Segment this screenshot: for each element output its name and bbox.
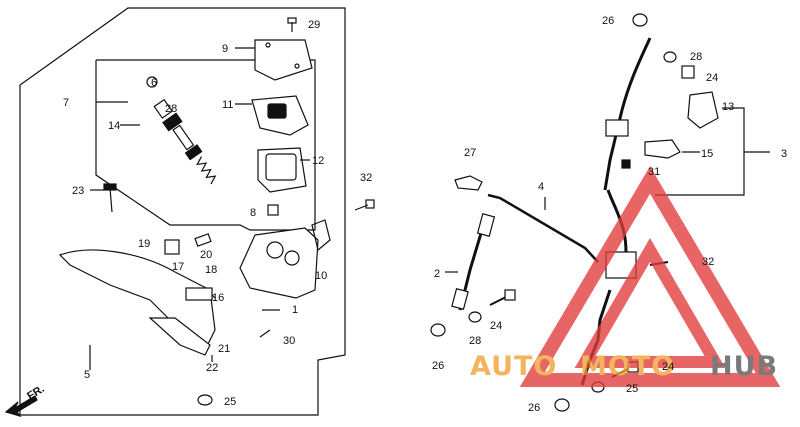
- label-28a: 28: [165, 103, 177, 115]
- label-11: 11: [222, 99, 233, 111]
- label-7: 7: [63, 97, 69, 109]
- label-20: 20: [200, 249, 212, 261]
- upper-hose: [603, 37, 652, 191]
- label-16: 16: [212, 292, 224, 304]
- watermark-text-hub: HUB: [710, 351, 778, 382]
- label-19: 19: [138, 238, 150, 250]
- bracket-15: [644, 139, 681, 159]
- label-22: 22: [206, 362, 218, 374]
- label-26c: 26: [528, 402, 540, 414]
- part-19: [164, 239, 180, 255]
- watermark-triangle-inner: [574, 238, 726, 368]
- inner-frame: [95, 59, 316, 231]
- label-5: 5: [84, 369, 90, 381]
- watermark-text-auto: AUTO: [470, 351, 557, 382]
- diaphragm: [257, 147, 307, 193]
- label-23: 23: [72, 185, 84, 197]
- watermark-text-moto: MOTO: [580, 351, 675, 382]
- switch-16: [185, 287, 213, 301]
- label-26b: 26: [432, 360, 444, 372]
- label-24b: 24: [490, 320, 502, 332]
- label-10: 10: [315, 270, 327, 282]
- label-24c: 24: [662, 361, 674, 373]
- label-31: 31: [648, 166, 660, 178]
- label-30: 30: [283, 335, 295, 347]
- label-2: 2: [434, 268, 440, 280]
- label-21: 21: [218, 343, 230, 355]
- label-24a: 24: [706, 72, 718, 84]
- nut-25: [197, 394, 213, 406]
- label-13: 13: [722, 101, 734, 113]
- label-1: 1: [292, 304, 298, 316]
- front-arrow: [4, 395, 38, 418]
- label-25b: 25: [626, 383, 638, 395]
- line-art: [4, 7, 770, 418]
- label-9: 9: [222, 43, 228, 55]
- label-32b: 32: [702, 256, 714, 268]
- label-14: 14: [108, 120, 120, 132]
- label-12: 12: [312, 155, 324, 167]
- label-27: 27: [464, 147, 476, 159]
- cup-6: [146, 76, 158, 88]
- label-17: 17: [172, 261, 184, 273]
- holder-13: [687, 91, 719, 129]
- watermark-triangle-outer: [519, 166, 781, 387]
- label-28b: 28: [690, 51, 702, 63]
- boot-10: [311, 219, 331, 252]
- label-29: 29: [308, 19, 320, 31]
- callout-labels: 29 9 6 7 28 14 11 12 32 23 8 19 20 17 18…: [25, 15, 787, 414]
- label-6: 6: [151, 77, 157, 89]
- bolt-8: [267, 204, 279, 216]
- reservoir-cap: [254, 39, 313, 81]
- part-20: [194, 233, 212, 247]
- master-cylinder-body: [239, 227, 319, 299]
- piston-kit: [153, 98, 217, 185]
- clamp-27: [454, 175, 483, 191]
- watermark: AUTO MOTO HUB: [470, 166, 781, 387]
- label-25: 25: [224, 396, 236, 408]
- label-26a: 26: [602, 15, 614, 27]
- label-18: 18: [205, 264, 217, 276]
- label-3: 3: [781, 148, 787, 160]
- label-15: 15: [701, 148, 713, 160]
- label-8: 8: [250, 207, 256, 219]
- label-4: 4: [538, 181, 544, 193]
- outer-frame: [19, 7, 346, 416]
- brake-pipe-4: [487, 193, 599, 263]
- label-28c: 28: [469, 335, 481, 347]
- label-32a: 32: [360, 172, 372, 184]
